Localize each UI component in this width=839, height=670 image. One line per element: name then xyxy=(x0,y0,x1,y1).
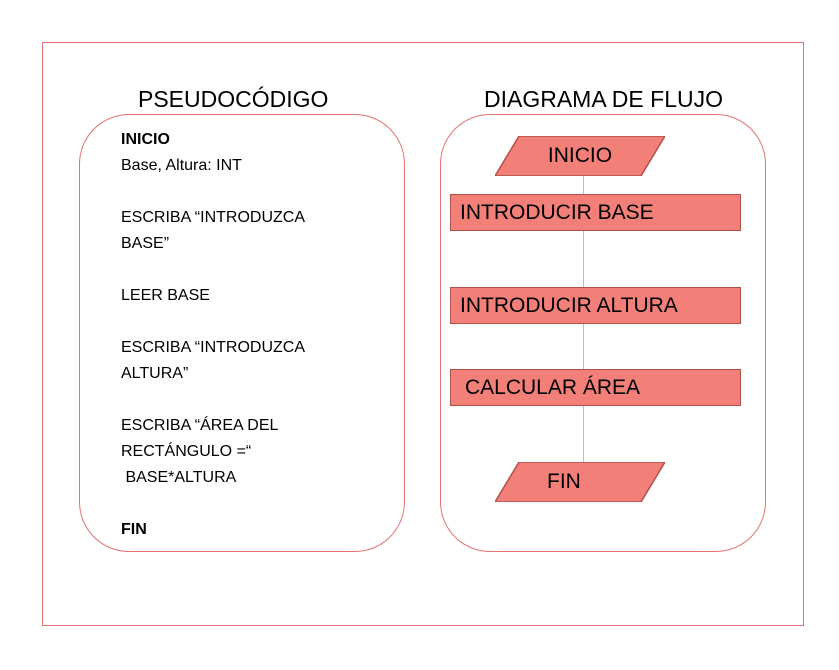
parallelogram-shape xyxy=(495,136,665,176)
pseudocode-line-write-base-2: BASE” xyxy=(121,235,170,252)
pseudocode-line-write-base-1: ESCRIBA “INTRODUZCA xyxy=(121,209,306,226)
flow-step-introducir-altura: INTRODUCIR ALTURA xyxy=(450,287,741,324)
flow-step-introducir-base: INTRODUCIR BASE xyxy=(450,194,741,231)
flow-step-calcular-area: CALCULAR ÁREA xyxy=(450,369,741,406)
flow-start-label: INICIO xyxy=(547,144,613,167)
pseudocode-line-write-altura-1: ESCRIBA “INTRODUZCA xyxy=(121,339,306,356)
pseudocode-line-write-altura-2: ALTURA” xyxy=(121,365,189,382)
pseudocode-line-read-base: LEER BASE xyxy=(121,287,210,304)
pseudocode-line-write-area-3: BASE*ALTURA xyxy=(121,469,237,486)
pseudocode-line-write-area-1: ESCRIBA “ÁREA DEL xyxy=(121,417,279,434)
flow-start-node: INICIO xyxy=(495,136,665,176)
pseudocode-line-write-area-2: RECTÁNGULO =“ xyxy=(121,443,252,460)
flowchart-heading: DIAGRAMA DE FLUJO xyxy=(484,86,723,112)
flow-end-label: FIN xyxy=(547,470,581,493)
pseudocode-panel xyxy=(79,114,405,552)
pseudocode-line-inicio: INICIO xyxy=(121,131,170,148)
pseudocode-heading: PSEUDOCÓDIGO xyxy=(138,86,329,112)
pseudocode-line-declaration: Base, Altura: INT xyxy=(121,157,242,174)
outer-frame xyxy=(42,42,804,626)
parallelogram-shape xyxy=(495,462,665,502)
flow-end-node: FIN xyxy=(495,462,665,502)
pseudocode-line-fin: FIN xyxy=(121,521,147,538)
flow-connector-line xyxy=(583,172,584,494)
